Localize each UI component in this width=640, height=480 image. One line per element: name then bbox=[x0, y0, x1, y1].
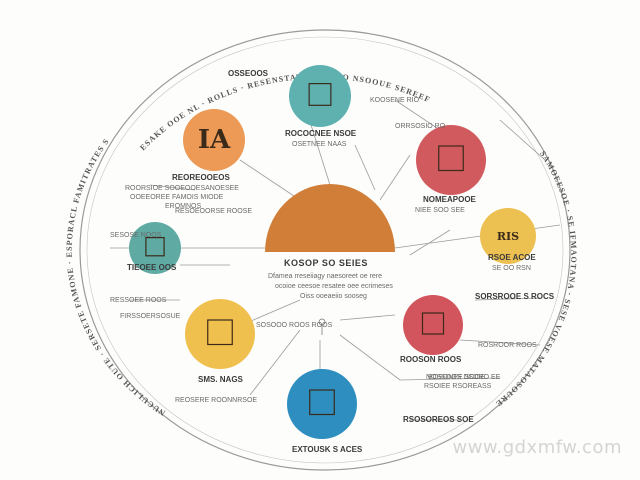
left-top-label: OSSEOOS bbox=[228, 69, 269, 78]
basket-node-label: ROCOCNEE NSOE bbox=[285, 129, 357, 138]
center-title: KOSOP SO SEIES bbox=[284, 258, 368, 268]
left-mid-label-3: RESOEOORSE ROOSE bbox=[175, 208, 253, 215]
boat-node-icon bbox=[145, 237, 165, 257]
right-mid-label: SORSROOE S ROCS bbox=[475, 292, 555, 301]
left-mid-label-1: RESSOEE ROOS bbox=[110, 297, 167, 304]
boat-node-label: TIEOEE OOS bbox=[127, 263, 177, 272]
left-mid-label-2: FIRSSOERSOSUE bbox=[120, 313, 181, 320]
ledger-node-sub1: BOSONEE SOOE bbox=[428, 374, 485, 381]
outer-ring bbox=[79, 29, 571, 471]
right-top-label-2: ORRSOSIO RO bbox=[395, 123, 446, 130]
ia-node-glyph: IA bbox=[198, 125, 231, 155]
ia-node-sub2: OOEEOREE FAMOIS MIODE bbox=[130, 194, 224, 201]
pin-icon bbox=[318, 318, 326, 335]
bottom-right-label-2: SESOSE NOOS bbox=[110, 232, 162, 239]
ring-text-left: NUCULICH OUTE · SERSETE FAMONE · ESPORAC… bbox=[0, 0, 167, 417]
palace-node-circle bbox=[416, 125, 486, 195]
center-caption-3: Oiss ooeaeiio sooseg bbox=[300, 293, 367, 300]
ia-node-sub1: ROORSIOE SOOEOOESANOESEE bbox=[125, 185, 239, 192]
boat-node-circle bbox=[129, 222, 181, 274]
ring-text-top: ESAKE OOE NL · ROLLS · RESENSTATE SANOIO… bbox=[138, 72, 432, 153]
palace-node-sub1: NIEE SOO SEE bbox=[415, 207, 465, 214]
ia-node-circle bbox=[183, 109, 245, 171]
ia-node-sub3: EROMNOS bbox=[165, 203, 202, 210]
ledger-node-label: ROOSON ROOS bbox=[400, 355, 462, 364]
inner-ring bbox=[86, 36, 564, 464]
center-caption-1: Dfamea rreseiiagy naesoreet oe rere bbox=[268, 273, 383, 280]
ia-node-label: REOREOOEOS bbox=[172, 173, 230, 182]
ledger-node-icon bbox=[421, 312, 445, 335]
center-half-disc bbox=[265, 184, 395, 252]
basket-node-circle bbox=[289, 65, 351, 127]
roots-node-sub1: REOSERE ROONNRSOE bbox=[175, 397, 258, 404]
globe-node-circle bbox=[287, 369, 357, 439]
bottom-right-label: RSOSOREOS SOE bbox=[403, 415, 474, 424]
right-top-label-1: KOOSENE RIO bbox=[370, 97, 420, 104]
sign-node-glyph: RIS bbox=[497, 230, 519, 243]
globe-node-label: EXTOUSK S ACES bbox=[292, 445, 363, 454]
sign-node-label: RSOE ACOE bbox=[488, 253, 536, 262]
palace-node-icon bbox=[438, 145, 464, 172]
sign-node-sub1: SE OO RSN bbox=[492, 265, 531, 272]
sign-node-circle bbox=[480, 208, 536, 264]
right-low-label-2: SOSOOO ROOS ROOS bbox=[256, 322, 333, 329]
basket-node-icon bbox=[308, 82, 332, 106]
globe-node-icon bbox=[309, 389, 335, 416]
roots-node-label: SMS. NAGS bbox=[198, 375, 243, 384]
right-mid-label-2: ROSROOR ROOS bbox=[478, 342, 537, 349]
ledger-node-circle bbox=[403, 295, 463, 355]
basket-node-sub1: OSETNEE NAAS bbox=[292, 141, 347, 148]
ring-text-right: SAMOEESOE · SE IFMAOTANA · SESE VOESE MA… bbox=[494, 149, 579, 408]
roots-node-circle bbox=[185, 299, 255, 369]
roots-node-icon bbox=[207, 319, 233, 346]
center-caption-2: ocoioe ceesoe resatee oee ecrimeses bbox=[275, 283, 393, 290]
palace-node-label: NOMEAPOOE bbox=[423, 195, 476, 204]
right-low-label: NOSSOOS DSORO EE bbox=[426, 374, 501, 381]
watermark: www.gdxmfw.com bbox=[452, 437, 622, 458]
ledger-node-sub2: RSOIEE RSOREASS bbox=[424, 383, 492, 390]
